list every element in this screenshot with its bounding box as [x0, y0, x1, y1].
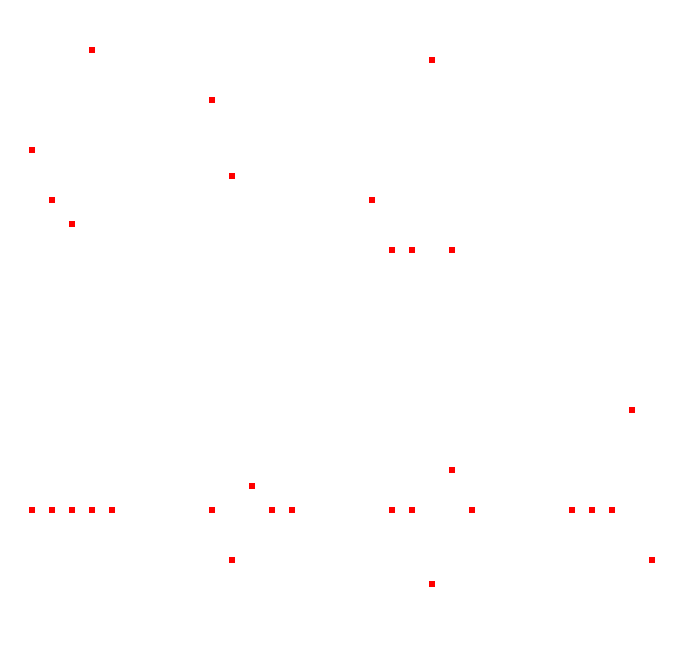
red-dot [449, 247, 455, 253]
red-dot [229, 173, 235, 179]
red-dot [369, 197, 375, 203]
red-dot [429, 57, 435, 63]
red-dot [209, 97, 215, 103]
red-dot [69, 221, 75, 227]
red-dot [389, 507, 395, 513]
red-dot [649, 557, 655, 563]
red-dot [29, 147, 35, 153]
red-dot [629, 407, 635, 413]
red-dot [429, 581, 435, 587]
red-dot [49, 197, 55, 203]
red-dot [109, 507, 115, 513]
red-dot [409, 507, 415, 513]
red-dot [89, 47, 95, 53]
red-dot [269, 507, 275, 513]
red-dot [49, 507, 55, 513]
red-dot [229, 557, 235, 563]
red-dot [29, 507, 35, 513]
red-dot [69, 507, 75, 513]
red-dot [569, 507, 575, 513]
red-dot [89, 507, 95, 513]
red-dot [589, 507, 595, 513]
red-dot [389, 247, 395, 253]
red-dot [469, 507, 475, 513]
red-dot [609, 507, 615, 513]
red-dot [289, 507, 295, 513]
red-dot [209, 507, 215, 513]
red-dot [449, 467, 455, 473]
red-dot [409, 247, 415, 253]
red-dot [249, 483, 255, 489]
